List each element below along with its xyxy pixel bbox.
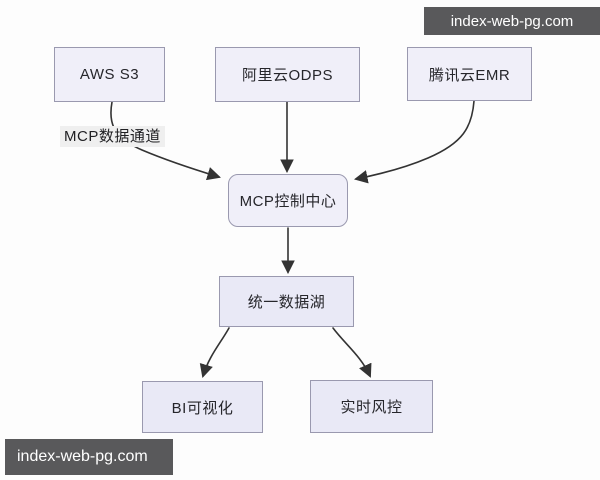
edge-lake-to-bi bbox=[199, 327, 230, 378]
node-aws-s3: AWS S3 bbox=[54, 47, 165, 102]
watermark-bottom-left: index-web-pg.com bbox=[5, 439, 173, 475]
node-unified-data-lake: 统一数据湖 bbox=[219, 276, 354, 327]
node-bi-visualization: BI可视化 bbox=[142, 381, 263, 433]
node-tencent-emr: 腾讯云EMR bbox=[407, 47, 532, 101]
edge-label-mcp-data-channel: MCP数据通道 bbox=[60, 126, 165, 147]
watermark-top-right: index-web-pg.com bbox=[424, 7, 600, 35]
edge-emr-to-mcp bbox=[353, 100, 475, 184]
edge-aws-to-mcp bbox=[110, 101, 221, 181]
edge-lake-to-risk bbox=[332, 327, 372, 378]
node-realtime-risk-control: 实时风控 bbox=[310, 380, 433, 433]
node-mcp-control-center: MCP控制中心 bbox=[228, 174, 348, 227]
node-aliyun-odps: 阿里云ODPS bbox=[215, 47, 360, 102]
